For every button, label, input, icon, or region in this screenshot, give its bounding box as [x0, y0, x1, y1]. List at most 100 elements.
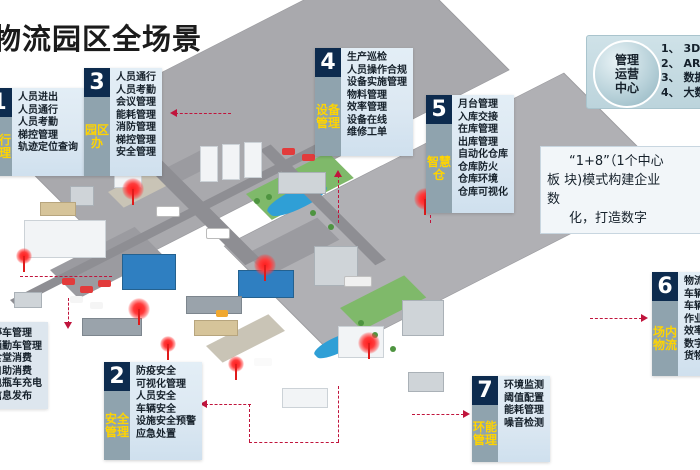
hotspot-marker-6[interactable] — [160, 336, 176, 360]
info-box-5-item: 自动化仓库 — [458, 149, 508, 160]
info-box-1[interactable]: 1 通行管理 人员进出 人员通行 人员考勤 梯控管理 轨迹定位查询 — [0, 88, 84, 176]
vehicle-truck-a — [156, 206, 180, 217]
connector-2-horizontal — [20, 276, 112, 277]
page-title: 物流园区全场景 — [0, 22, 203, 56]
info-box-6-label: 场内物流 — [652, 301, 678, 376]
connector-2c-vertical — [338, 386, 339, 442]
summary-paragraph-box: “1+8”（1个中心 板 块)模式构建企业 数 化，打造数字 — [540, 146, 700, 234]
building-shed-a — [14, 292, 42, 308]
info-box-6[interactable]: 6 场内物流 物流 车辆 车辆 作业 效率 数字 货物 — [652, 272, 700, 376]
vehicle-car-red-c — [98, 280, 111, 287]
info-box-5-item: 出库管理 — [458, 136, 498, 148]
connector-2b-horizontal — [249, 442, 339, 443]
service-list-item: 信息发布 — [0, 390, 32, 402]
info-box-7-number: 7 — [477, 378, 493, 403]
info-box-3[interactable]: 3 园区办 人员通行 人员考勤 会议管理 能耗管理 消防管理 梯控管理 安全管理 — [84, 68, 162, 176]
info-box-1-number: 1 — [0, 88, 7, 117]
info-box-2-item: 可视化管理 — [136, 378, 186, 390]
service-list-item: 电瓶车充电 — [0, 378, 42, 389]
info-box-2-item: 人员安全 — [136, 391, 176, 402]
building-gate-arch — [122, 254, 176, 290]
info-box-1-item: 梯控管理 — [18, 129, 58, 141]
connector-3-arrow — [170, 109, 177, 117]
info-box-1-item: 人员进出 — [18, 92, 58, 103]
info-box-1-item: 人员通行 — [18, 104, 58, 116]
info-box-7-items: 环境监测 阈值配置 能耗管理 噪音检测 — [498, 376, 550, 462]
info-box-3-item: 消防管理 — [116, 122, 156, 133]
info-box-3-label: 园区办 — [84, 97, 110, 176]
info-box-4-item: 维修工单 — [347, 127, 387, 138]
info-box-7[interactable]: 7 环能管理 环境监测 阈值配置 能耗管理 噪音检测 — [472, 376, 550, 462]
summary-paragraph-line: 板 块)模式构建企业 — [547, 173, 661, 188]
info-box-2-numbar: 2 安全管理 — [104, 362, 130, 460]
hotspot-marker-2[interactable] — [128, 298, 150, 325]
vehicle-forklift — [216, 310, 228, 317]
info-box-3-number: 3 — [89, 70, 105, 95]
building-industrial — [314, 246, 358, 286]
hotspot-marker-7[interactable] — [358, 332, 380, 359]
management-center-line: 管理 — [614, 53, 639, 67]
info-box-5[interactable]: 5 智慧仓 月台管理 入库交接 在库管理 出库管理 自动化仓库 仓库防火 仓库环… — [426, 95, 514, 213]
connector-7-arrow — [463, 410, 470, 418]
info-box-4-item: 生产巡检 — [347, 52, 387, 63]
container-stack — [194, 320, 238, 336]
management-center-panel[interactable]: 管理 运营 中心 1、 3D 2、 AR实 3、 数据 4、 大数 — [586, 35, 700, 109]
service-list-item: 食堂消费 — [0, 353, 32, 364]
tree-g — [390, 346, 396, 352]
vehicle-car-red-a — [62, 278, 75, 285]
service-list-item: 通勤车管理 — [0, 340, 42, 352]
info-box-3-item: 人员通行 — [116, 72, 156, 83]
tree-e — [358, 320, 364, 326]
connector-2b-vertical — [249, 404, 250, 442]
info-box-5-item: 仓库防火 — [458, 161, 498, 173]
hotspot-marker-4[interactable] — [254, 254, 276, 281]
info-box-3-numbar: 3 园区办 — [84, 68, 110, 176]
tree-b — [266, 194, 272, 200]
info-box-2-items: 防疫安全 可视化管理 人员安全 车辆安全 设施安全预警 应急处置 — [130, 362, 202, 460]
capability-list-item: 4、 大数 — [661, 85, 700, 99]
tree-d — [328, 224, 334, 230]
vehicle-car-red-d — [282, 148, 295, 155]
info-box-7-item: 阈值配置 — [504, 392, 544, 404]
isometric-park-scene — [10, 0, 672, 440]
info-box-2-item: 设施安全预警 — [136, 416, 196, 427]
info-box-6-item: 物流 — [684, 276, 700, 287]
info-box-1-label-text: 通行管理 — [0, 132, 11, 160]
info-box-5-label-text: 智慧仓 — [426, 154, 451, 182]
hotspot-marker-1[interactable] — [122, 178, 144, 205]
info-box-1-items: 人员进出 人员通行 人员考勤 梯控管理 轨迹定位查询 — [12, 88, 84, 176]
info-box-5-items: 月台管理 入库交接 在库管理 出库管理 自动化仓库 仓库防火 仓库环境 仓库可视… — [452, 95, 514, 213]
summary-paragraph-line: 化，打造数字 — [569, 211, 648, 226]
info-box-4-item: 设备实施管理 — [347, 77, 407, 88]
building-depot-b — [282, 388, 328, 408]
info-box-7-label: 环能管理 — [472, 405, 498, 462]
capability-list: 1、 3D 2、 AR实 3、 数据 4、 大数 — [661, 42, 700, 100]
building-plant-a — [70, 186, 94, 206]
management-center-line: 运营 — [614, 67, 639, 81]
info-box-2[interactable]: 2 安全管理 防疫安全 可视化管理 人员安全 车辆安全 设施安全预警 应急处置 — [104, 362, 202, 460]
info-box-5-item: 仓库可视化 — [458, 186, 508, 198]
building-dock — [186, 296, 242, 314]
summary-paragraph-line: 数 — [547, 192, 561, 207]
management-center-badge: 管理 运营 中心 — [593, 40, 661, 108]
info-box-5-item: 月台管理 — [458, 99, 498, 110]
hotspot-marker-8[interactable] — [228, 356, 244, 380]
info-box-6-number: 6 — [657, 274, 673, 299]
info-box-2-item: 防疫安全 — [136, 366, 176, 377]
info-box-3-label-text: 园区办 — [84, 122, 109, 150]
building-tan-a — [40, 202, 76, 216]
info-box-4-label-text: 设备管理 — [315, 102, 340, 130]
connector-7-horizontal — [412, 414, 464, 415]
info-box-4-item: 效率管理 — [347, 102, 387, 113]
service-list-box[interactable]: 停车管理 通勤车管理 食堂消费 自助消费 电瓶车充电 信息发布 — [0, 322, 48, 409]
hotspot-marker-3[interactable] — [16, 248, 32, 272]
info-box-6-item: 车辆 — [684, 301, 700, 312]
info-box-1-numbar: 1 通行管理 — [0, 88, 12, 176]
info-box-3-item: 能耗管理 — [116, 109, 156, 121]
vehicle-car-white-a — [70, 296, 83, 303]
info-box-4[interactable]: 4 设备管理 生产巡检 人员操作合规 设备实施管理 物料管理 效率管理 设备在线… — [315, 48, 413, 156]
management-center-line: 中心 — [614, 81, 639, 95]
info-box-2-label-text: 安全管理 — [104, 411, 129, 439]
building-tower-b — [222, 144, 240, 180]
